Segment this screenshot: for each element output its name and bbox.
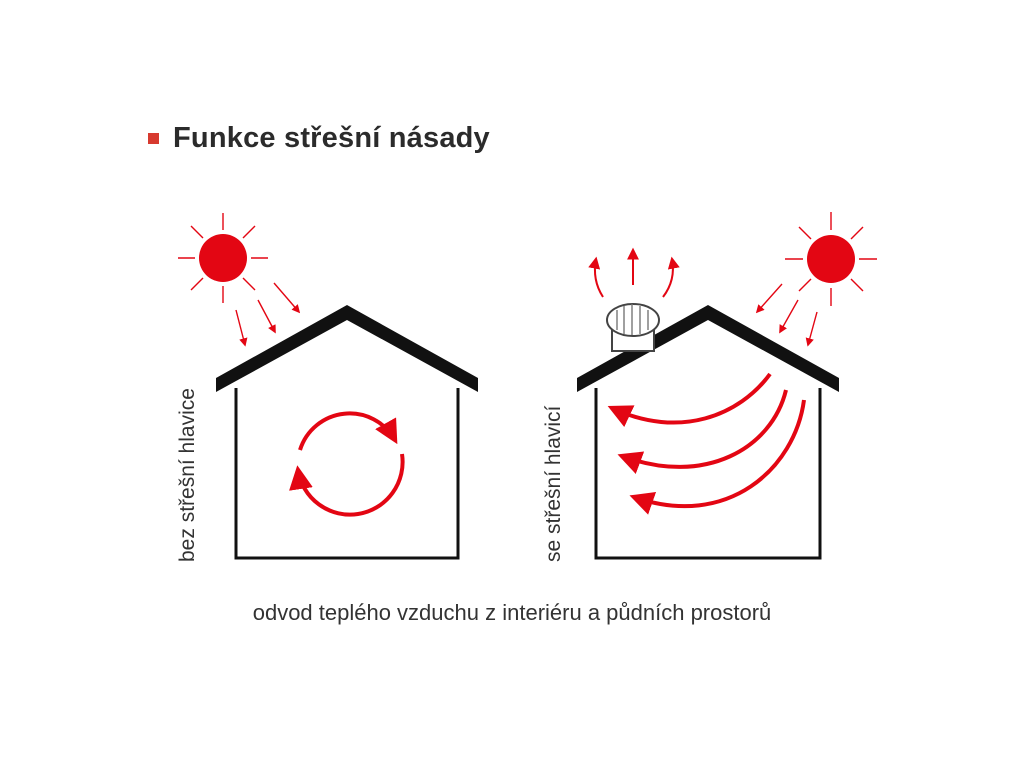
title-bullet bbox=[148, 133, 159, 144]
exhaust-arrows bbox=[588, 247, 680, 298]
sun-ray-arrows-right bbox=[755, 283, 818, 347]
circulation-arrows bbox=[289, 411, 405, 517]
sun-ray-arrows-left bbox=[235, 282, 301, 347]
left-house-label: bez střešní hlavice bbox=[176, 388, 199, 562]
page-title: Funkce střešní násady bbox=[173, 122, 490, 154]
sun-icon-left bbox=[178, 213, 268, 303]
house-right bbox=[577, 305, 839, 560]
roof-turbine-icon bbox=[606, 303, 660, 352]
interior-airflow-arrows bbox=[607, 372, 806, 515]
right-house-label: se střešní hlavicí bbox=[542, 405, 565, 562]
diagram-caption: odvod teplého vzduchu z interiéru a půdn… bbox=[252, 600, 772, 625]
title-block: Funkce střešní násady bbox=[148, 122, 490, 155]
sun-icon-right bbox=[785, 212, 877, 306]
house-left bbox=[216, 305, 478, 560]
